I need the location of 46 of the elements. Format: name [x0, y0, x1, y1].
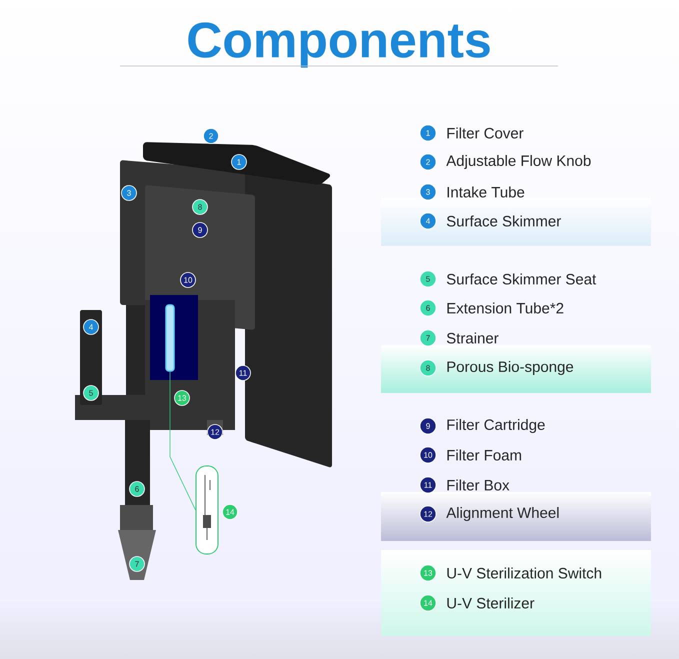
callout-number: 13 [174, 390, 190, 406]
list-number: 12 [420, 506, 436, 522]
callout-number: 8 [192, 199, 208, 215]
list-number: 11 [420, 476, 436, 494]
callout-number: 12 [207, 424, 223, 440]
list-number: 9 [420, 418, 436, 434]
callout-number: 3 [121, 185, 137, 201]
list-number: 4 [420, 212, 436, 230]
callout-number: 2 [203, 128, 219, 144]
list-number: 8 [420, 360, 436, 376]
callout-number: 14 [222, 504, 238, 520]
part-name: Strainer [446, 332, 498, 344]
list-number: 3 [420, 184, 436, 200]
part-name: Filter Cartridge [447, 419, 545, 433]
list-number: 7 [420, 330, 436, 346]
part-name: Filter Box [447, 480, 510, 490]
list-number: 1 [420, 124, 436, 142]
list-number: 5 [420, 270, 436, 288]
title: Components [188, 22, 490, 68]
callout-number: 9 [192, 222, 208, 238]
part-name: Extension Tube*2 [447, 302, 564, 314]
part-name: Filter Cover [447, 128, 524, 138]
part-name: U-V Sterilization Switch [447, 568, 602, 578]
callout-number: 11 [235, 365, 251, 381]
list-number: 13 [420, 564, 436, 582]
part-name: Filter Foam [447, 450, 522, 460]
callout-number: 4 [83, 319, 99, 335]
leader-line [170, 371, 196, 510]
callout-number: 1 [231, 154, 247, 170]
sterilizer-inset [196, 466, 218, 554]
part-name: Surface Skimmer [446, 216, 561, 226]
list-number: 2 [420, 154, 436, 170]
part-name: U-V Sterilizer [447, 598, 534, 608]
uv-lamp [165, 304, 175, 372]
list-number: 6 [420, 300, 436, 316]
part-name: Surface Skimmer Seat [446, 274, 596, 284]
part-name: Porous Bio-sponge [447, 361, 574, 375]
callout-number: 7 [129, 556, 145, 572]
callout-number: 10 [180, 272, 196, 288]
part-name: Adjustable Flow Knob [446, 155, 591, 169]
list-number: 10 [420, 446, 436, 464]
list-number: 14 [420, 594, 436, 612]
part-name: Intake Tube [448, 186, 524, 198]
callout-number: 5 [83, 385, 99, 401]
callout-number: 6 [129, 481, 145, 497]
part-name: Alignment Wheel [446, 507, 559, 521]
